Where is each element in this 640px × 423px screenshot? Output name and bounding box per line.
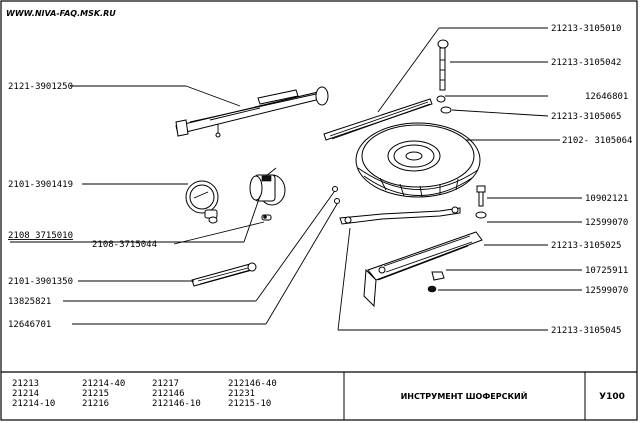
spare-tire-drawing [355, 122, 481, 198]
callout-3105045: 21213-3105045 [551, 326, 621, 336]
callout-3105010: 21213-3105010 [551, 24, 621, 34]
page-number: У100 [599, 392, 625, 402]
leader-lines-right [337, 27, 582, 331]
eye-bolt-drawing [437, 39, 449, 91]
callout-gauge: 2101-3901419 [8, 180, 73, 190]
callout-3105065: 21213-3105065 [551, 112, 621, 122]
site-header: WWW.NIVA-FAQ.MSK.RU [6, 9, 116, 18]
model-list: 21213 21214 21214-10 21214-40 21215 2121… [12, 379, 277, 409]
model-2-0: 21217 [152, 379, 179, 389]
mounting-bracket-drawing [363, 231, 483, 308]
callout-0902121: 10902121 [585, 194, 628, 204]
model-1-1: 21215 [82, 389, 109, 399]
page-title: ИНСТРУМЕНТ ШОФЕРСКИЙ [401, 390, 528, 401]
pressure-gauge-drawing [185, 180, 219, 224]
callout-lamp-small: 2108-3715044 [92, 240, 157, 250]
model-3-0: 212146-40 [228, 379, 277, 389]
nut-0725911-drawing [431, 271, 445, 281]
callout-jack: 2121-3901250 [8, 82, 73, 92]
washer-3105065-drawing [440, 106, 452, 114]
nut-1264680-drawing [436, 95, 446, 103]
model-0-1: 21214 [12, 389, 39, 399]
callout-3105042: 21213-3105042 [551, 58, 621, 68]
model-1-2: 21216 [82, 399, 109, 409]
washer-2599070-b-drawing [427, 285, 437, 293]
callout-1264670: 12646701 [8, 320, 51, 330]
callout-lamp-under: 2108 3715010 [8, 231, 73, 241]
washer-1264670-drawing [334, 198, 340, 204]
leader-lines-left [10, 85, 338, 325]
model-0-0: 21213 [12, 379, 39, 389]
lamp-bulb-drawing [261, 214, 272, 221]
washer-1382582-drawing [332, 186, 338, 192]
callout-3105025: 21213-3105025 [551, 241, 621, 251]
callout-2599070-a: 12599070 [585, 218, 628, 228]
callout-1382582: 13825821 [8, 297, 51, 307]
callout-0725911: 10725911 [585, 266, 628, 276]
bolt-0902121-drawing [476, 185, 486, 207]
wrench-drawing [191, 262, 257, 287]
model-2-2: 212146-10 [152, 399, 201, 409]
model-0-2: 21214-10 [12, 399, 55, 409]
callout-3105064: 2102- 3105064 [562, 136, 632, 146]
portable-lamp-drawing [249, 167, 286, 206]
support-bar-drawing [339, 206, 461, 225]
callout-1264680: 12646801 [585, 92, 628, 102]
washer-2599070-a-drawing [475, 211, 487, 219]
strap-drawing [323, 98, 433, 141]
callout-wrench: 2101-3901350 [8, 277, 73, 287]
model-3-2: 21215-10 [228, 399, 271, 409]
model-3-1: 21231 [228, 389, 255, 399]
jack-drawing [175, 86, 329, 138]
model-1-0: 21214-40 [82, 379, 125, 389]
callout-2599070-b: 12599070 [585, 286, 628, 296]
model-2-1: 212146 [152, 389, 185, 399]
